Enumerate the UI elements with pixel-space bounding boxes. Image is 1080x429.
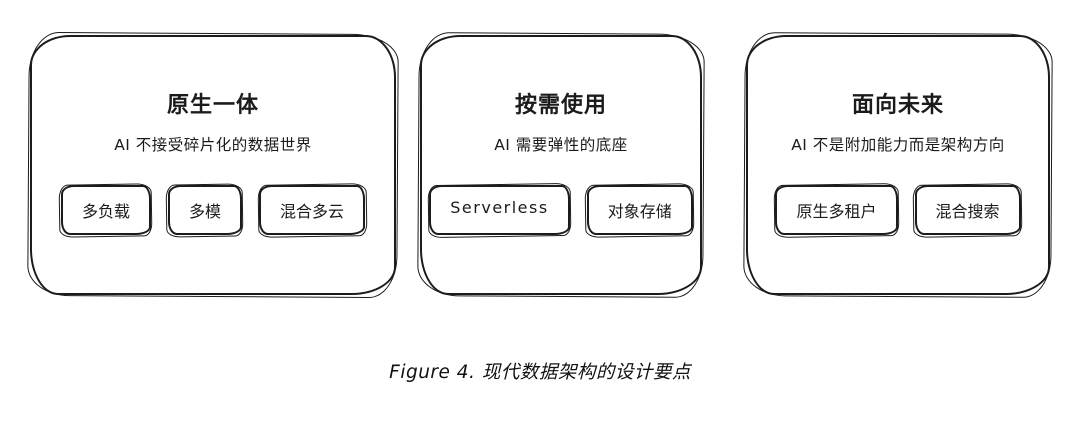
card-native-unified: 原生一体 AI 不接受碎片化的数据世界 多负载 多模 混合多云 <box>30 35 396 295</box>
card-title: 按需使用 <box>514 93 607 118</box>
tag-multi-model: 多模 <box>167 185 242 235</box>
card-subtitle: AI 不接受碎片化的数据世界 <box>114 136 312 154</box>
tag-hybrid-multicloud: 混合多云 <box>259 185 366 235</box>
card-subtitle: AI 不是附加能力而是架构方向 <box>791 136 1005 154</box>
card-on-demand: 按需使用 AI 需要弹性的底座 Serverless 对象存储 <box>420 35 702 295</box>
tag-serverless: Serverless <box>429 185 570 235</box>
cards-row: 原生一体 AI 不接受碎片化的数据世界 多负载 多模 混合多云 按需使用 AI … <box>30 35 1050 295</box>
tag-multi-workload: 多负载 <box>60 185 151 235</box>
tag-native-multitenancy: 原生多租户 <box>775 185 898 235</box>
card-subtitle: AI 需要弹性的底座 <box>494 136 628 154</box>
figure-caption: Figure 4. 现代数据架构的设计要点 <box>389 362 691 383</box>
tag-group: 多负载 多模 混合多云 <box>60 185 366 235</box>
card-title: 原生一体 <box>166 93 259 118</box>
card-title: 面向未来 <box>851 93 944 118</box>
tag-object-storage: 对象存储 <box>586 185 693 235</box>
card-future-facing: 面向未来 AI 不是附加能力而是架构方向 原生多租户 混合搜索 <box>746 35 1050 295</box>
tag-hybrid-search: 混合搜索 <box>914 185 1021 235</box>
tag-group: Serverless 对象存储 <box>429 185 693 235</box>
tag-group: 原生多租户 混合搜索 <box>775 185 1021 235</box>
